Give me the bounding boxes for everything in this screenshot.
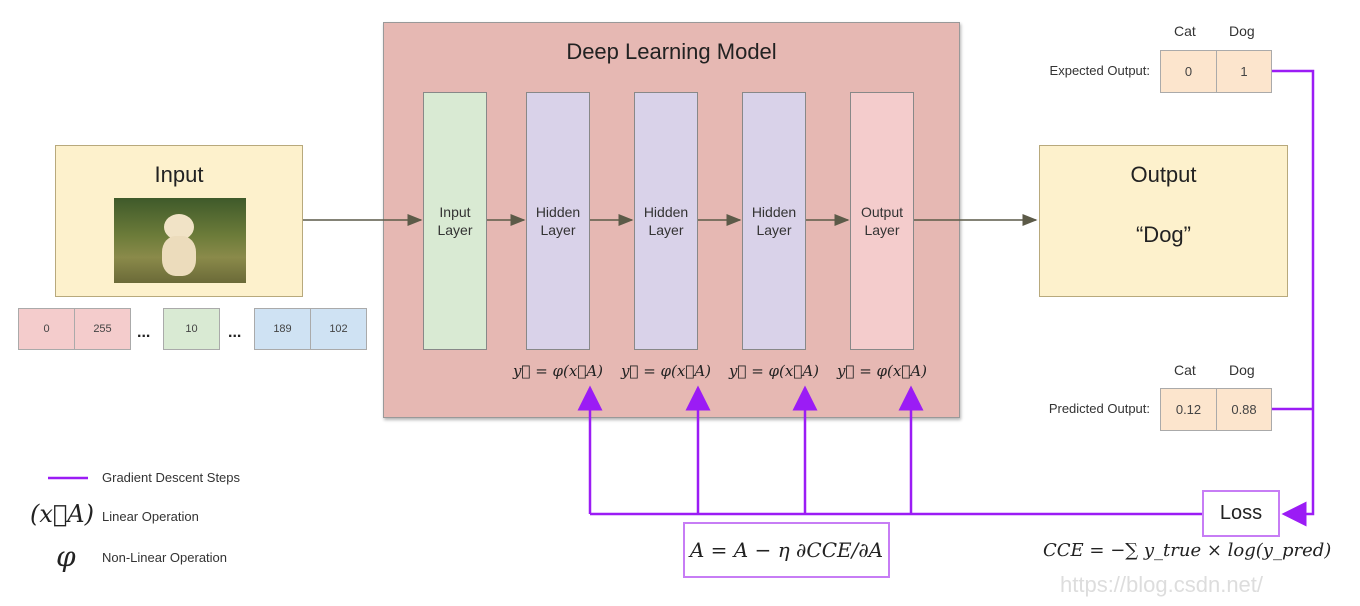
activation-formula: y⃗ = φ(x⃗A): [620, 362, 712, 380]
predicted-header-dog: Dog: [1229, 362, 1255, 378]
dog-photo: [114, 198, 246, 283]
legend-linear-label: Linear Operation: [102, 509, 199, 524]
output-layer: Output Layer: [850, 92, 914, 350]
expected-header-cat: Cat: [1174, 23, 1196, 39]
legend-nonlinear-symbol: φ: [56, 540, 76, 573]
pixel-cell: 189: [254, 308, 311, 350]
activation-formula: y⃗ = φ(x⃗A): [728, 362, 820, 380]
predicted-output-label: Predicted Output:: [1048, 401, 1150, 416]
weight-update-formula: A = A − η ∂CCE/∂A: [683, 522, 890, 578]
legend-linear-symbol: (x⃗A): [30, 500, 94, 528]
expected-dog-value: 1: [1216, 50, 1272, 93]
output-title: Output: [1130, 162, 1197, 187]
input-title: Input: [154, 162, 204, 187]
pixel-cell: 102: [310, 308, 367, 350]
pixel-cell: 10: [163, 308, 220, 350]
hidden-layer-2: Hidden Layer: [634, 92, 698, 350]
pixel-cell: 0: [18, 308, 75, 350]
input-box: Input: [55, 145, 303, 297]
legend-gradient-label: Gradient Descent Steps: [102, 470, 241, 485]
ellipsis: ...: [137, 324, 151, 341]
expected-header-dog: Dog: [1229, 23, 1255, 39]
ellipsis: ...: [228, 324, 242, 341]
output-value: “Dog”: [1135, 222, 1191, 247]
watermark: https://blog.csdn.net/: [1060, 572, 1264, 597]
input-layer: Input Layer: [423, 92, 487, 350]
hidden-layer-3: Hidden Layer: [742, 92, 806, 350]
predicted-header-cat: Cat: [1174, 362, 1196, 378]
loss-box: Loss: [1202, 490, 1280, 537]
hidden-layer-1: Hidden Layer: [526, 92, 590, 350]
activation-formula: y⃗ = φ(x⃗A): [512, 362, 604, 380]
predicted-cat-value: 0.12: [1160, 388, 1217, 431]
activation-formula: y⃗ = φ(x⃗A): [836, 362, 928, 380]
legend-nonlinear-label: Non-Linear Operation: [102, 550, 228, 565]
expected-cat-value: 0: [1160, 50, 1217, 93]
predicted-dog-value: 0.88: [1216, 388, 1272, 431]
cce-formula: CCE = −∑ y_true × log(y_pred): [1043, 540, 1332, 561]
pixel-cell: 255: [74, 308, 131, 350]
expected-output-label: Expected Output:: [1049, 63, 1150, 78]
output-box: Output “Dog”: [1039, 145, 1288, 297]
expected-to-loss-line: [1272, 69, 1315, 527]
